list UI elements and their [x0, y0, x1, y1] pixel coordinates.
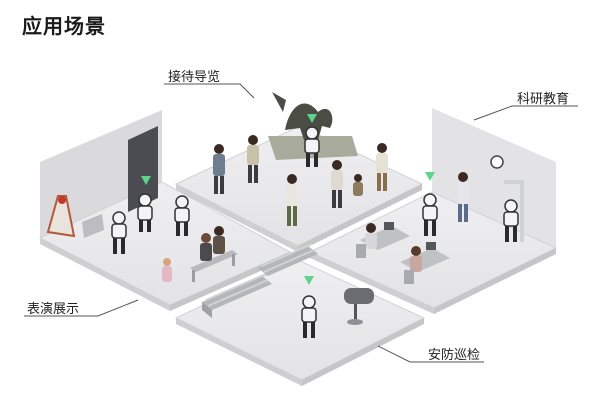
humanoid-robot-icon: [301, 295, 317, 338]
visitor-icon: [247, 135, 259, 183]
chair-icon: [356, 244, 366, 258]
security-room: [174, 243, 426, 386]
wall-clock-icon: [490, 155, 504, 169]
robot-stand-icon: [504, 180, 524, 242]
reception-room: [174, 92, 424, 252]
research-leader-line: [473, 105, 578, 121]
humanoid-robot-icon: [137, 193, 153, 232]
chair-icon: [404, 270, 414, 284]
page-title: 应用场景: [22, 14, 106, 38]
research-right-wall: [432, 108, 556, 248]
scene-label-reception: 接待导览: [168, 70, 221, 85]
leader-lines: [24, 83, 578, 363]
location-marker-icon: [425, 172, 435, 181]
humanoid-robot-icon: [304, 126, 320, 167]
scene-label-research: 科研教育: [517, 92, 570, 107]
location-marker-icon: [304, 276, 314, 285]
scene-label-performance: 表演展示: [27, 302, 80, 317]
gas-tank-icon: [344, 288, 374, 325]
humanoid-robot-icon: [111, 211, 127, 254]
child-icon: [353, 174, 363, 196]
visitor-icon: [376, 143, 388, 191]
scene-label-security: 安防巡检: [428, 348, 481, 363]
stand-icon: [82, 214, 104, 238]
visitor-icon: [213, 144, 225, 194]
visitor-icon: [286, 174, 298, 226]
security-leader-line: [377, 345, 484, 363]
seated-person-icon: [200, 233, 212, 261]
location-marker-icon: [307, 114, 317, 123]
research-room: [308, 108, 558, 314]
bench-icon: [190, 250, 238, 282]
visitor-icon: [331, 160, 343, 208]
humanoid-robot-icon: [422, 193, 438, 236]
pipe-stack-icon: [202, 273, 272, 318]
humanoid-robot-icon: [174, 195, 190, 236]
child-icon: [162, 258, 172, 282]
performance-leader-line: [24, 299, 139, 317]
display-board-icon: [46, 195, 76, 238]
researcher-icon: [457, 172, 469, 222]
door-icon: [128, 126, 158, 212]
performance-room: [38, 110, 292, 311]
location-marker-icon: [141, 176, 151, 185]
student-icon: [410, 246, 422, 272]
pipe-stack-icon: [258, 243, 318, 276]
humanoid-robot-icon: [503, 199, 519, 242]
seated-person-icon: [213, 226, 225, 254]
reception-leader-line: [164, 83, 255, 99]
student-icon: [365, 223, 377, 249]
